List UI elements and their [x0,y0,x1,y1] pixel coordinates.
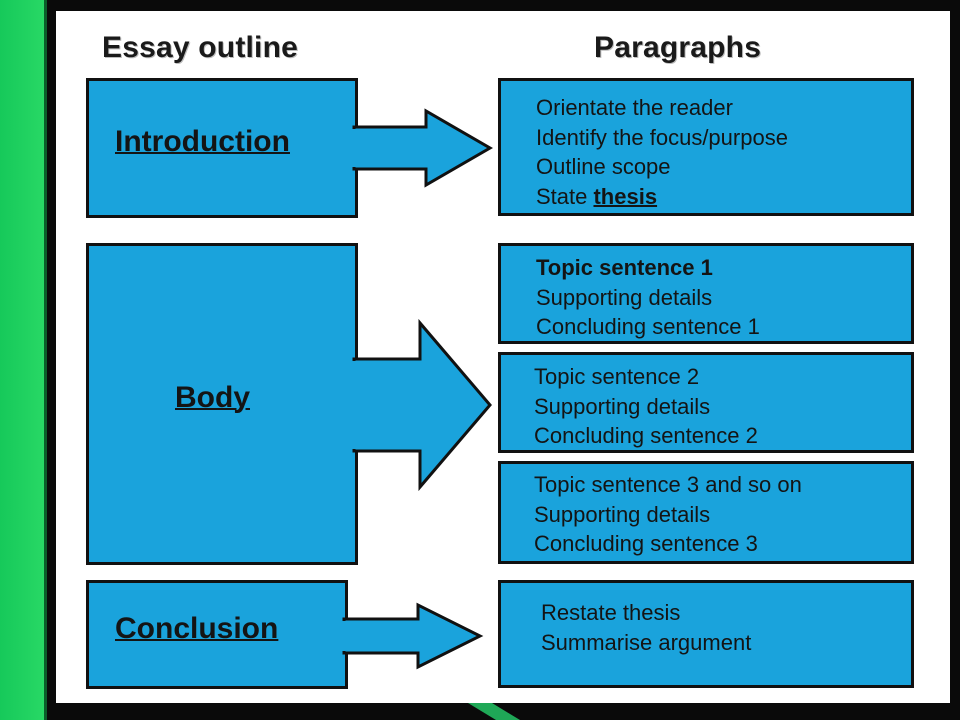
body-box: Body [86,243,358,565]
state-text: State [536,183,594,209]
intro-line-outline-scope: Outline scope [536,154,671,179]
thesis-emphasis: thesis [593,183,658,209]
conclusion-summarise-argument: Summarise argument [541,629,752,655]
conclusion-arrow [342,602,484,670]
green-edge-stripe [0,0,44,720]
conclusion-restate-thesis: Restate thesis [541,600,681,625]
body1-topic-sentence: Topic sentence 1 [536,253,911,283]
body1-topic-text: Topic sentence 1 [536,255,713,280]
intro-line-state-thesis: State thesis [536,182,911,212]
body-paragraph-2-box: Topic sentence 2 Supporting details Conc… [498,352,914,453]
body1-concluding-sentence: Concluding sentence 1 [536,314,760,339]
body-paragraph-3-box: Topic sentence 3 and so on Supporting de… [498,461,914,564]
body2-concluding-sentence: Concluding sentence 2 [534,423,758,448]
introduction-label: Introduction [115,125,290,158]
introduction-box: Introduction [86,78,358,218]
essay-outline-heading: Essay outline [102,31,299,64]
conclusion-paragraph-box: Restate thesis Summarise argument [498,580,914,688]
body3-topic-sentence: Topic sentence 3 and so on [534,472,802,497]
green-decor-stroke [468,703,520,720]
body2-supporting-details: Supporting details [534,393,711,419]
diagram-panel: Essay outline Paragraphs Introduction Bo… [56,11,950,703]
conclusion-label: Conclusion [115,612,279,645]
body-arrow [352,318,492,492]
paragraphs-heading: Paragraphs [594,31,762,64]
intro-line-identify: Identify the focus/purpose [536,124,788,150]
conclusion-box: Conclusion [86,580,348,689]
introduction-paragraph-box: Orientate the reader Identify the focus/… [498,78,914,216]
introduction-arrow [352,108,493,188]
body3-concluding-sentence: Concluding sentence 3 [534,531,758,556]
intro-line-orientate: Orientate the reader [536,95,733,120]
body-label: Body [175,381,250,414]
body-paragraph-1-box: Topic sentence 1 Supporting details Conc… [498,243,914,344]
body3-supporting-details: Supporting details [534,501,711,527]
body1-supporting-details: Supporting details [536,284,713,310]
body2-topic-sentence: Topic sentence 2 [534,364,700,389]
